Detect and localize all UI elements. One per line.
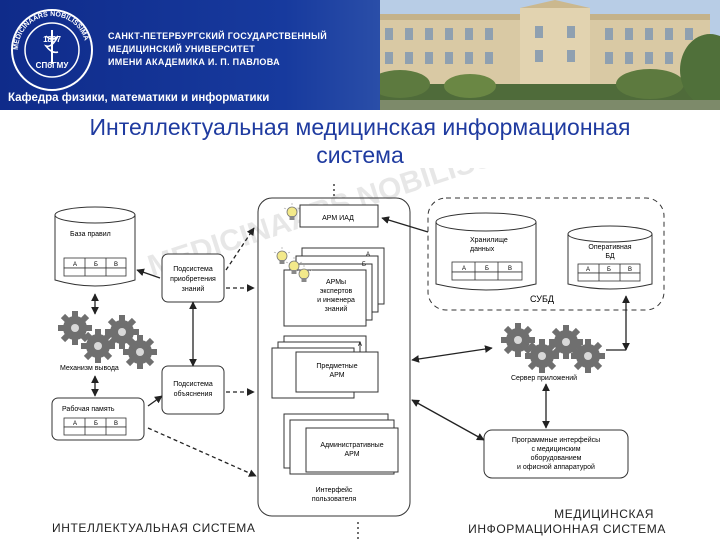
diagram-connectors <box>91 184 630 540</box>
dbms-group <box>427 197 665 311</box>
slide-header: 1897 СПбГМУ MEDICINAARS NOBILISSIMA САНК… <box>0 0 720 110</box>
knowledge-base: База правил А Б В <box>54 206 136 287</box>
university-name-line: ИМЕНИ АКАДЕМИКА И. П. ПАВЛОВА <box>108 57 280 67</box>
acquisition-label-line: приобретения <box>170 275 216 283</box>
data-storage: Хранилище данных А Б В <box>435 212 537 291</box>
arm-iad-label: АРМ ИАД <box>322 215 354 222</box>
table-header: А <box>358 342 362 348</box>
table-header: А <box>73 421 77 427</box>
inference-engine-label: Механизм вывода <box>60 365 119 372</box>
explanation-label-line: объяснения <box>174 390 213 398</box>
acquisition-label-line: Подсистема <box>173 266 213 273</box>
table-header: В <box>114 421 118 427</box>
acquisition-label-line: знаний <box>182 285 205 293</box>
program-interfaces-label-line: оборудованием <box>531 454 582 462</box>
admin-arm-label-line: Административные <box>320 442 383 449</box>
table-header: А <box>366 252 370 258</box>
inference-engine-gears <box>58 311 157 369</box>
table-header: В <box>628 267 632 273</box>
data-storage-label-line: данных <box>470 246 495 253</box>
explanation-subsystem: Подсистема объяснения <box>161 365 225 415</box>
expert-arms-label-line: экспертов <box>320 288 353 295</box>
data-storage-label-line: Хранилище <box>470 237 508 244</box>
table-header: В <box>508 266 512 272</box>
program-interfaces: Программные интерфейсы с медицинским обо… <box>483 429 629 479</box>
app-server-label: Сервер приложений <box>511 374 577 382</box>
table-header: В <box>114 262 118 268</box>
app-server-gears <box>501 323 605 373</box>
table-header: Б <box>94 421 98 427</box>
arm-iad: АРМ ИАД <box>283 202 379 228</box>
subject-arms-stack: А Предметные АРМ <box>271 335 379 399</box>
expert-arms-label-line: и инженера <box>317 297 355 304</box>
table-header: А <box>462 266 466 272</box>
expert-arms-stack: А Б АРМы экспертов и инженера знаний <box>273 246 385 327</box>
department-name: Кафедра физики, математики и информатики <box>8 92 270 104</box>
logo-year: 1897 <box>43 35 61 44</box>
admin-arms-stack: Административные АРМ <box>283 413 399 475</box>
subject-arm-label-line: Предметные <box>316 363 357 370</box>
user-interface-label-line: Интерфейс <box>316 486 353 494</box>
medical-is-label-line: МЕДИЦИНСКАЯ <box>554 507 654 521</box>
expert-arms-label-line: знаний <box>325 305 348 313</box>
logo-abbreviation: СПбГМУ <box>36 61 70 70</box>
slide-title: Интеллектуальная медицинская информацион… <box>0 113 720 169</box>
operational-db-label-line: БД <box>605 253 615 260</box>
slide-title-line: система <box>316 142 404 168</box>
operational-db-label-line: Оперативная <box>588 244 631 251</box>
working-memory: Рабочая память А Б В <box>51 397 145 441</box>
operational-db: Оперативная БД А Б В <box>567 225 653 290</box>
university-name: САНКТ-ПЕТЕРБУРГСКИЙ ГОСУДАРСТВЕННЫЙ МЕДИ… <box>108 30 338 69</box>
explanation-label-line: Подсистема <box>173 381 213 388</box>
user-interface-container <box>257 197 411 517</box>
university-building-photo <box>330 0 720 110</box>
table-header: А <box>73 262 77 268</box>
header-blue-panel <box>0 0 380 110</box>
table-header: Б <box>485 266 489 272</box>
table-header: А <box>586 267 590 273</box>
knowledge-acquisition-subsystem: Подсистема приобретения знаний <box>161 253 225 303</box>
knowledge-base-label: База правил <box>70 231 111 238</box>
expert-arms-label-line: АРМы <box>326 279 346 286</box>
program-interfaces-label-line: Программные интерфейсы <box>512 436 600 444</box>
university-name-line: МЕДИЦИНСКИЙ УНИВЕРСИТЕТ <box>108 44 256 54</box>
slide-title-line: Интеллектуальная медицинская информацион… <box>89 114 631 140</box>
intelligent-system-label: ИНТЕЛЛЕКТУАЛЬНАЯ СИСТЕМА <box>52 521 256 535</box>
user-interface-label-line: пользователя <box>312 496 357 503</box>
university-name-line: САНКТ-ПЕТЕРБУРГСКИЙ ГОСУДАРСТВЕННЫЙ <box>108 31 327 41</box>
program-interfaces-label-line: и офисной аппаратурой <box>517 463 595 471</box>
table-header: Б <box>94 262 98 268</box>
admin-arm-label-line: АРМ <box>344 451 359 458</box>
medical-is-label-line: ИНФОРМАЦИОННАЯ СИСТЕМА <box>468 522 666 536</box>
program-interfaces-label-line: с медицинским <box>531 446 580 453</box>
working-memory-label: Рабочая память <box>62 405 115 413</box>
table-header: Б <box>607 267 611 273</box>
ims-architecture-diagram: MEDICINAARS NOBILISSIMA База правил А Б … <box>51 168 666 540</box>
table-header: Б <box>362 262 366 268</box>
university-logo: 1897 СПбГМУ MEDICINAARS NOBILISSIMA <box>8 6 96 94</box>
subject-arm-label-line: АРМ <box>329 372 344 379</box>
dbms-label: СУБД <box>530 294 554 304</box>
